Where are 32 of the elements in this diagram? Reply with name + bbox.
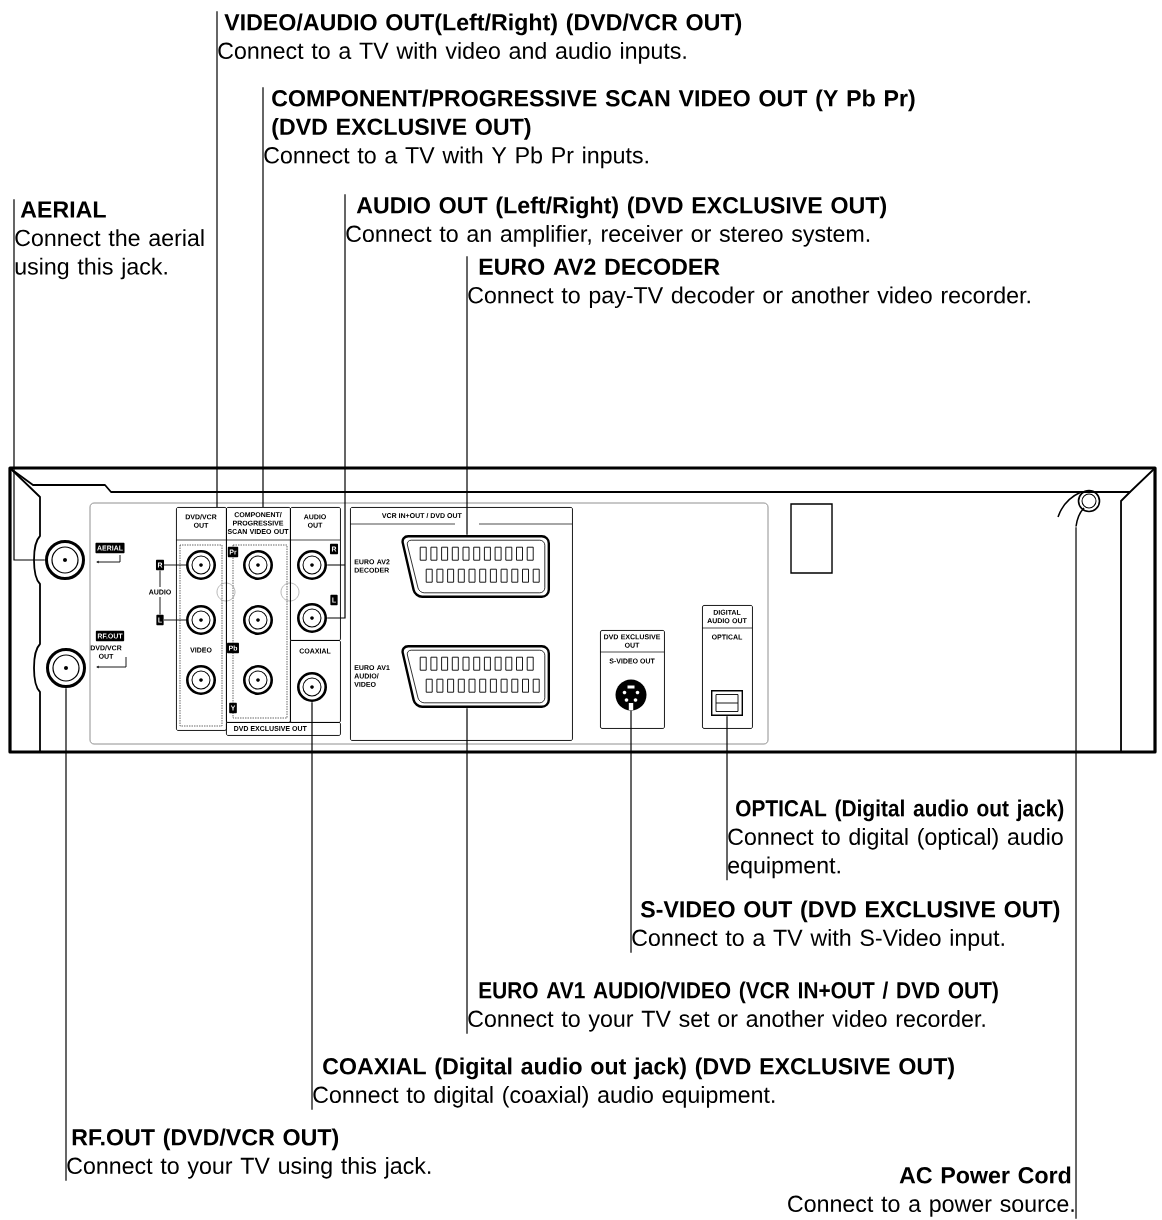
antenna-jack [46, 648, 86, 688]
leader-line [326, 193, 346, 619]
rca-jack [297, 603, 327, 633]
callout-text: AERIAL Connect the aerial using this jack. [15, 201, 204, 280]
leader-line [311, 701, 313, 1111]
leader-line [630, 710, 632, 954]
leader-line [262, 86, 264, 508]
leader-line [726, 715, 728, 881]
callout-text: OPTICAL (Digital audio out jack) Connect to digital (optical) audio equipment. [728, 799, 1064, 879]
leader-line [216, 10, 218, 508]
callout-text: S-VIDEO OUT (DVD EXCLUSIVE OUT) Connect to a TV with S-Video input. [632, 900, 1060, 951]
mini-din-jack [615, 679, 647, 711]
leader-line [466, 255, 468, 536]
scart-connector [401, 535, 550, 598]
leader-line [65, 687, 67, 1182]
callout-text: COMPONENT/PROGRESSIVE SCAN VIDEO OUT (Y Pb Pr) (DVD EXCLUSIVE OUT) Connect to a TV with Y Pb Pr inputs. [264, 89, 915, 169]
scart-connector [401, 645, 550, 708]
callout-text: AC Power Cord Connect to a power source. [788, 1166, 1074, 1217]
rca-jack [297, 550, 327, 580]
optical-jack [711, 690, 743, 716]
callout-text: EURO AV2 DECODER Connect to pay-TV decoder or another video recorder. [468, 258, 1030, 308]
leader-line [466, 707, 468, 1035]
callout-text: AUDIO OUT (Left/Right) (DVD EXCLUSIVE OUT) Connect to an amplifier, receiver or stereo system. [346, 196, 887, 247]
callout-text: COAXIAL (Digital audio out jack) (DVD EXCLUSIVE OUT) Connect to digital (coaxial) audio equipment. [313, 1057, 954, 1108]
callout-text: VIDEO/AUDIO OUT(Left/Right) (DVD/VCR OUT) Connect to a TV with video and audio inputs. [218, 13, 742, 64]
antenna-jack [45, 540, 85, 580]
callout-text: RF.OUT (DVD/VCR OUT) Connect to your TV using this jack. [67, 1128, 431, 1179]
leader-line [13, 198, 46, 561]
rca-jack [297, 672, 327, 702]
leader-line [1075, 526, 1077, 1220]
callout-text: EURO AV1 AUDIO/VIDEO (VCR IN+OUT / DVD OUT) Connect to your TV set or another video recorder. [468, 981, 998, 1032]
power-cord [1057, 489, 1101, 528]
